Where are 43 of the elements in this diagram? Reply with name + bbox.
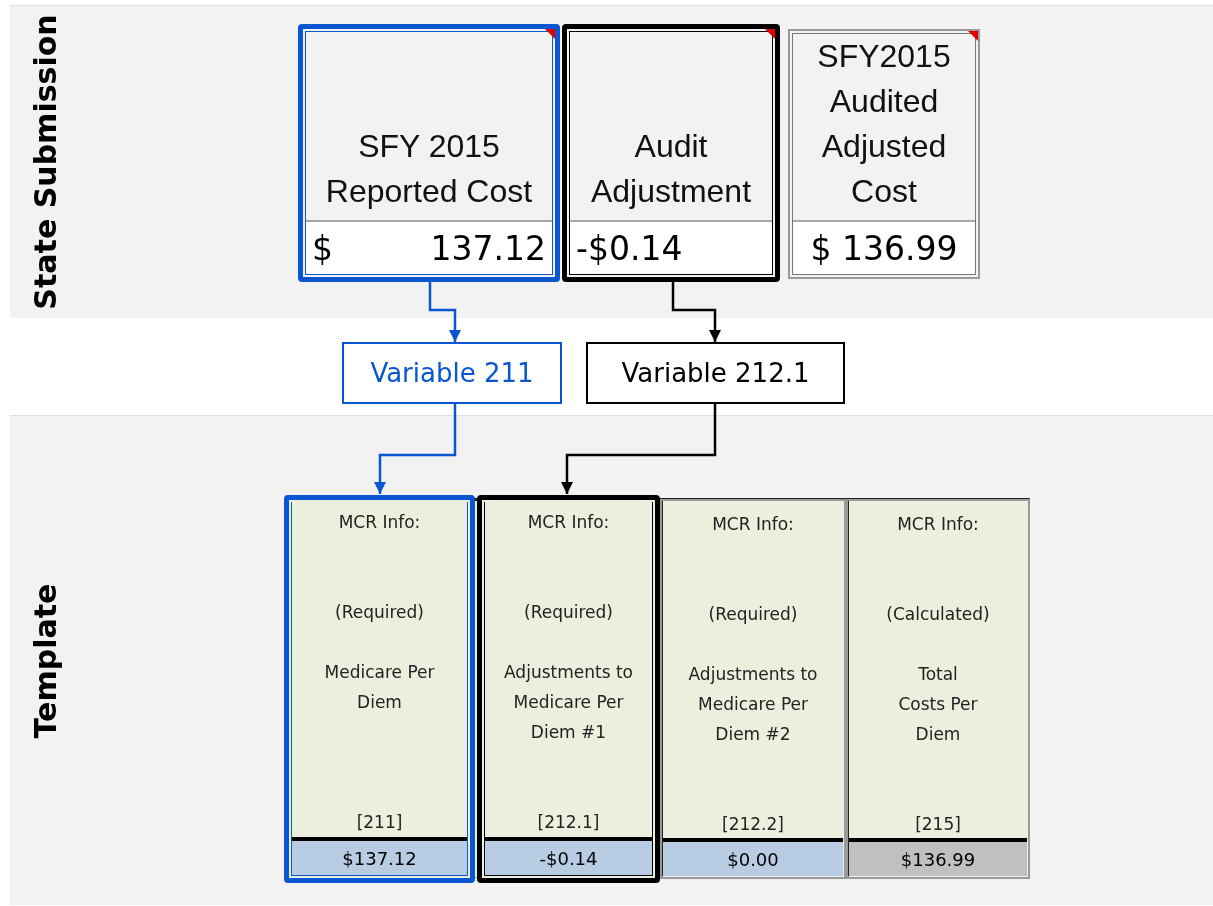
cell-value: 137.12 (430, 228, 546, 268)
column-text: MCR Info: (896, 513, 980, 536)
cell-value: -$0.14 (576, 228, 683, 268)
section-label: Template (27, 583, 63, 738)
cell-value: $ (312, 228, 333, 268)
column-text: (Required) (523, 601, 614, 624)
column-text: Medicare Per Diem (323, 661, 436, 714)
variable-box (342, 342, 562, 404)
column-text: [211] (355, 811, 404, 834)
template-column (846, 499, 1030, 879)
column-text: MCR Info: (526, 511, 611, 534)
arrow (671, 281, 722, 342)
column-text: [212.2] (721, 813, 785, 836)
spreadsheet-column (788, 29, 980, 279)
variable-box (586, 342, 845, 404)
column-text: (Required) (707, 603, 799, 626)
value-cell: $136.99 (849, 838, 1027, 876)
arrow (560, 404, 717, 494)
value-cell: $0.00 (663, 838, 843, 876)
template-column (284, 495, 475, 883)
section-band (10, 415, 1213, 905)
spreadsheet-column (298, 24, 560, 282)
value-cell: -$0.14 (485, 837, 652, 875)
spreadsheet-column (562, 24, 780, 282)
column-text: [215] (914, 813, 962, 836)
template-column (660, 499, 846, 879)
column-text: MCR Info: (711, 513, 795, 536)
variable-label: Variable 211 (370, 358, 534, 388)
section-band (10, 5, 1213, 318)
section-label: State Submission (27, 14, 63, 310)
column-text: MCR Info: (337, 511, 422, 534)
column-text: Adjustments to Medicare Per Diem #1 (503, 661, 634, 744)
column-text: (Calculated) (885, 603, 991, 626)
column-text: Adjustments to Medicare Per Diem #2 (687, 663, 819, 746)
column-text: Total Costs Per Diem (898, 663, 978, 746)
column-text: [212.1] (536, 811, 601, 834)
variable-label: Variable 212.1 (621, 358, 810, 388)
value-cell: $137.12 (292, 837, 467, 875)
arrow (428, 281, 462, 342)
template-column (477, 495, 660, 883)
column-text: (Required) (334, 601, 425, 624)
arrow (373, 404, 457, 494)
cell-value: $ 136.99 (810, 228, 958, 268)
